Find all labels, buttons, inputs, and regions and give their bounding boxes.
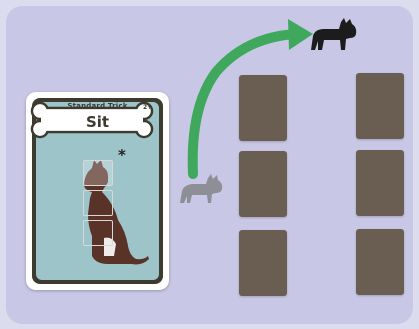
pose-slot-bottom bbox=[83, 220, 113, 246]
deck-card-right-2[interactable] bbox=[356, 150, 404, 216]
deck-card-right-3[interactable] bbox=[356, 229, 404, 295]
players-badge: 2+ bbox=[143, 104, 152, 111]
deck-card-left-2[interactable] bbox=[239, 151, 287, 217]
trick-card[interactable]: Standard Trick Sit 2+ * bbox=[26, 92, 169, 290]
trick-name: Sit bbox=[26, 113, 169, 131]
bulldog-black-icon[interactable] bbox=[308, 17, 358, 53]
pose-slot-middle bbox=[83, 190, 113, 216]
deck-card-right-1[interactable] bbox=[356, 73, 404, 139]
pose-slot-top bbox=[83, 160, 113, 186]
bulldog-gray-icon[interactable] bbox=[178, 173, 224, 207]
deck-card-left-3[interactable] bbox=[239, 230, 287, 296]
deck-card-left-1[interactable] bbox=[239, 75, 287, 141]
